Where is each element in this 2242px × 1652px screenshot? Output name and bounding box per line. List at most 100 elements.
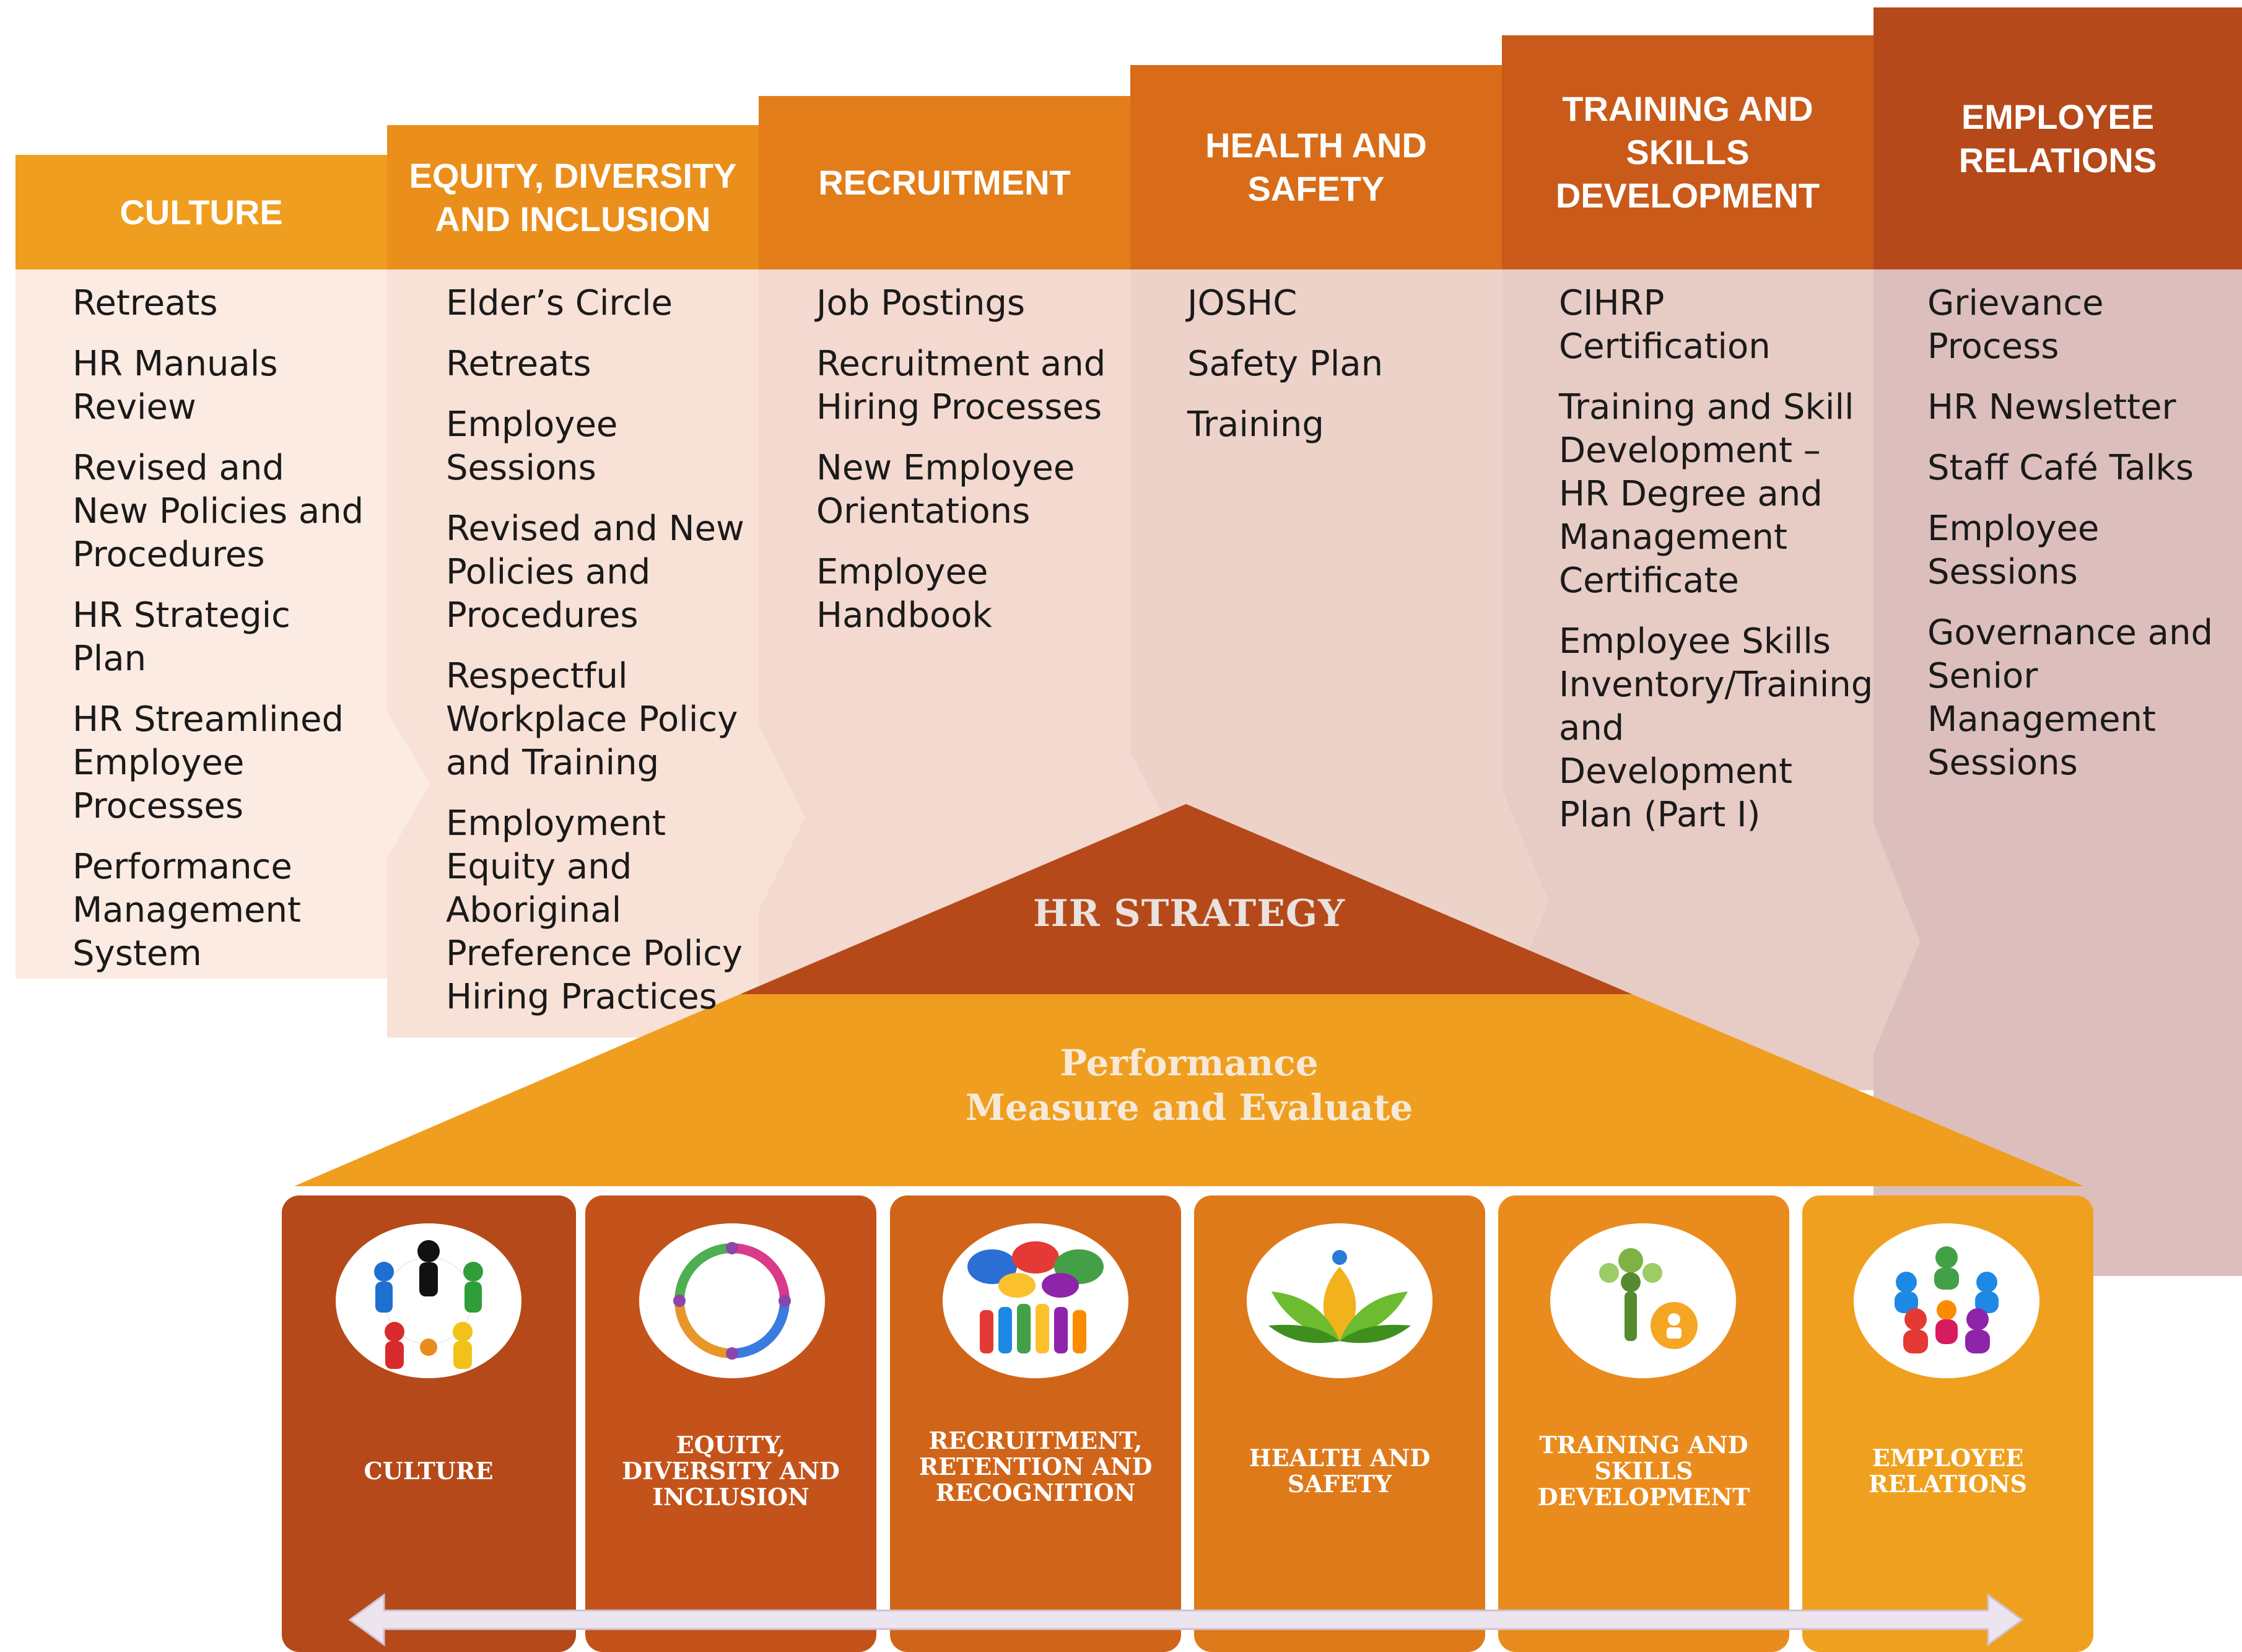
column-header-relations: EMPLOYEE RELATIONS: [1873, 7, 2242, 269]
header-block-recruitment: [759, 96, 1130, 269]
pillar-label-relations: EMPLOYEE RELATIONS: [1812, 1422, 2084, 1521]
list-item: Employee Sessions: [1927, 509, 2100, 592]
column-header-training: TRAINING AND SKILLS DEVELOPMENT: [1502, 35, 1873, 269]
pillar-label-culture: CULTURE: [292, 1422, 565, 1521]
column-header-equity: EQUITY, DIVERSITY AND INCLUSION: [387, 125, 759, 269]
list-item: Job Postings: [816, 283, 1026, 323]
people-circle-icon: [336, 1223, 521, 1378]
list-item: Safety Plan: [1187, 344, 1384, 384]
label-line: EQUITY,: [676, 1431, 786, 1459]
growth-tree-person-icon: [1550, 1223, 1736, 1378]
list-item: Employee Sessions: [446, 404, 618, 488]
label-lines: RECRUITMENT, RETENTION AND RECOGNITION: [919, 1428, 1153, 1506]
double-arrow: [348, 1593, 2024, 1646]
roof-top-triangle: [740, 804, 1632, 994]
subtitle-line: Performance: [1060, 1042, 1319, 1084]
column-header-culture: CULTURE: [15, 155, 387, 269]
column-header-recruitment: RECRUITMENT: [759, 96, 1130, 269]
list-item: Employee Handbook: [816, 552, 992, 636]
header-block-health: [1130, 65, 1502, 269]
list-item: CIHRP Certification: [1559, 283, 1771, 367]
list-item: Revised and New Policies and Procedures: [446, 509, 744, 636]
header-line: CULTURE: [120, 192, 283, 232]
label-line: RETENTION AND: [918, 1453, 1153, 1480]
header-line: SKILLS: [1626, 133, 1750, 172]
label-line: INCLUSION: [652, 1483, 809, 1511]
header-lines: EQUITY, DIVERSITY AND INCLUSION: [409, 154, 737, 241]
list-item: Retreats: [446, 344, 591, 384]
header-block-relations: [1873, 7, 2242, 269]
speech-bubbles-crowd-icon: [943, 1223, 1128, 1378]
list-item: Grievance Process: [1927, 283, 2104, 367]
header-line: TRAINING AND: [1562, 89, 1813, 128]
list-item: Retreats: [72, 283, 218, 323]
list-item: Training and Skill Development – HR Degr…: [1559, 387, 1854, 601]
roof-band: [294, 994, 2084, 1186]
header-line: RELATIONS: [1958, 140, 2157, 180]
training-items: CIHRP Certification Training and Skill D…: [1559, 282, 1873, 854]
label-line: RECOGNITION: [935, 1479, 1136, 1506]
header-lines: CULTURE: [120, 191, 282, 234]
panel-recruitment: [759, 269, 1177, 991]
header-lines: EMPLOYEE RELATIONS: [1959, 95, 2157, 182]
header-block-culture: [15, 155, 387, 269]
recruitment-items: Job Postings Recruitment and Hiring Proc…: [816, 282, 1114, 655]
header-block-training: [1502, 35, 1873, 269]
list-item: JOSHC: [1187, 283, 1298, 323]
equity-items: Elder’s Circle Retreats Employee Session…: [446, 282, 756, 1036]
label-lines: CULTURE: [364, 1458, 494, 1484]
hands-circle-icon: [639, 1223, 825, 1378]
label-line: SKILLS: [1594, 1457, 1693, 1485]
list-item: Staff Café Talks: [1927, 448, 2194, 488]
list-item: HR Newsletter: [1927, 387, 2176, 427]
label-lines: TRAINING AND SKILLS DEVELOPMENT: [1538, 1432, 1750, 1510]
header-lines: RECRUITMENT: [818, 161, 1071, 204]
label-lines: HEALTH AND SAFETY: [1249, 1445, 1431, 1497]
team-huddle-icon: [1854, 1223, 2039, 1378]
pillar-label-health: HEALTH AND SAFETY: [1203, 1422, 1476, 1521]
culture-items: Retreats HR Manuals Review Revised and N…: [72, 282, 370, 993]
panel-culture: [15, 269, 430, 979]
label-line: EMPLOYEE: [1872, 1444, 2024, 1472]
header-lines: HEALTH AND SAFETY: [1143, 124, 1490, 211]
label-line: RELATIONS: [1869, 1470, 2027, 1498]
label-lines: EQUITY, DIVERSITY AND INCLUSION: [622, 1432, 840, 1510]
header-line: EMPLOYEE: [1961, 97, 2155, 136]
list-item: HR Strategic Plan: [72, 595, 290, 679]
list-item: New Employee Orientations: [816, 448, 1075, 531]
list-item: Governance and Senior Management Session…: [1927, 613, 2213, 783]
lotus-leaves-icon: [1247, 1223, 1433, 1378]
list-item: Employee Skills Inventory/Training and D…: [1559, 621, 1873, 835]
column-header-health: HEALTH AND SAFETY: [1130, 65, 1502, 269]
label-line: HEALTH AND: [1249, 1444, 1431, 1472]
pillar-label-equity: EQUITY, DIVERSITY AND INCLUSION: [595, 1422, 867, 1521]
list-item: Training: [1187, 404, 1324, 445]
relations-items: Grievance Process HR Newsletter Staff Ca…: [1927, 282, 2237, 802]
header-line: RECRUITMENT: [818, 163, 1071, 202]
header-line: EQUITY, DIVERSITY: [409, 155, 737, 195]
list-item: HR Manuals Review: [72, 344, 278, 427]
header-block-equity: [387, 125, 759, 269]
label-line: RECRUITMENT,: [928, 1427, 1143, 1454]
column-header-blocks: [15, 7, 2242, 269]
label-line: SAFETY: [1287, 1470, 1392, 1498]
performance-subtitle: Performance Measure and Evaluate: [830, 1041, 1548, 1130]
list-item: Employment Equity and Aboriginal Prefere…: [446, 803, 743, 1017]
list-item: Respectful Workplace Policy and Training: [446, 656, 738, 783]
label-line: CULTURE: [364, 1457, 494, 1485]
pillar-label-training: TRAINING AND SKILLS DEVELOPMENT: [1507, 1422, 1780, 1521]
list-item: Revised and New Policies and Procedures: [72, 448, 364, 575]
list-item: Performance Management System: [72, 847, 301, 974]
header-line: AND INCLUSION: [435, 199, 711, 238]
label-line: TRAINING AND: [1539, 1431, 1748, 1459]
pillar-label-recruitment: RECRUITMENT, RETENTION AND RECOGNITION: [899, 1417, 1172, 1516]
subtitle-line: Measure and Evaluate: [965, 1086, 1413, 1129]
header-lines: TRAINING AND SKILLS DEVELOPMENT: [1556, 87, 1820, 217]
header-line: HEALTH AND SAFETY: [1205, 126, 1427, 208]
panel-relations: [1873, 269, 2242, 1276]
label-line: DIVERSITY AND: [622, 1457, 840, 1485]
label-line: DEVELOPMENT: [1537, 1483, 1750, 1511]
health-items: JOSHC Safety Plan Training: [1187, 282, 1485, 464]
hr-strategy-title: HR STRATEGY: [1032, 892, 1345, 935]
